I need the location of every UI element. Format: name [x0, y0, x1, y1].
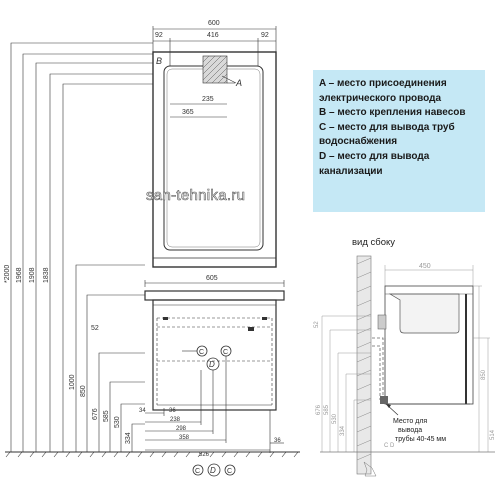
side-marker-d: D	[390, 443, 395, 449]
pipe-outlet-icon	[380, 396, 388, 404]
side-dim-530: 530	[332, 413, 338, 424]
pipe-note-line-3: трубы 40-45 мм	[395, 435, 446, 443]
legend-line-c: C – место для вывода труб	[319, 121, 455, 133]
side-dim-585: 585	[324, 404, 330, 415]
dim-cabinet-width-605: 605	[206, 275, 218, 282]
dim-height-1000: 1000	[69, 374, 76, 390]
legend-line-c-cont: водоснабжения	[319, 136, 398, 148]
wall-hatch	[356, 255, 372, 475]
dim-side-92-right: 92	[261, 32, 269, 39]
side-dim-450: 450	[419, 263, 431, 270]
legend-line-d: D – место для вывода	[319, 150, 430, 162]
side-depth-dimension	[384, 265, 474, 286]
side-dim-334: 334	[340, 425, 346, 436]
side-pipe-callout	[385, 403, 399, 416]
side-marker-c: C	[384, 443, 389, 449]
mirror-inner-dimensions	[170, 103, 227, 118]
marker-b: B	[156, 56, 162, 66]
dim-height-1968: 1968	[16, 267, 23, 283]
marker-c-right: C	[223, 349, 228, 356]
dim-cabinet-52: 52	[91, 325, 99, 332]
dim-height-1838: 1838	[43, 267, 50, 283]
side-floor	[320, 451, 495, 477]
floor-marker-c-left: C	[195, 468, 200, 475]
dim-298: 298	[176, 426, 187, 432]
height-dimension-lines	[10, 42, 153, 452]
dim-36-left: 36	[169, 408, 176, 414]
dim-height-530: 530	[114, 416, 121, 428]
marker-d: D	[209, 360, 215, 369]
floor-marker-c-right: C	[227, 468, 232, 475]
legend-panel: A – место присоединения электрического п…	[313, 70, 485, 212]
dim-36-right: 36	[274, 438, 281, 444]
dim-238: 238	[170, 417, 181, 423]
drain-pipe	[372, 337, 384, 400]
dim-height-334: 334	[125, 432, 132, 444]
socket-area-hatch	[202, 55, 235, 84]
legend-line-b: B – место крепления навесов	[319, 107, 466, 119]
dim-height-2000: *2000	[4, 265, 11, 283]
side-dim-676: 676	[316, 404, 322, 415]
side-dim-52: 52	[314, 321, 320, 328]
dim-526: 526	[199, 452, 210, 458]
side-dim-850: 850	[481, 369, 487, 380]
dim-side-92-left: 92	[155, 32, 163, 39]
floor-marker-d: D	[210, 466, 216, 475]
legend-line-a-cont: электрического провода	[319, 92, 442, 104]
dim-358: 358	[179, 435, 190, 441]
marker-a: A	[235, 78, 242, 88]
side-dim-514: 514	[490, 429, 496, 440]
vanity-cabinet	[144, 280, 285, 411]
pipe-note-line-1: Место для	[393, 418, 427, 425]
dim-365: 365	[182, 109, 194, 116]
side-view-title: вид сбоку	[352, 237, 395, 248]
dim-height-850: 850	[80, 385, 87, 397]
legend-line-a: A – место присоединения	[319, 78, 447, 89]
dim-34: 34	[139, 408, 146, 414]
legend-line-d-cont: канализации	[319, 165, 383, 177]
watermark-text: san-tehnika.ru	[146, 187, 245, 204]
dim-height-676: 676	[92, 408, 99, 420]
side-cabinet	[377, 285, 474, 405]
side-height-dimensions	[321, 285, 490, 452]
dim-width-600: 600	[208, 20, 220, 27]
cabinet-horizontal-dimensions	[145, 356, 284, 453]
dim-inner-416: 416	[207, 32, 219, 39]
dim-235: 235	[202, 96, 214, 103]
pipe-note-line-2: вывода	[398, 427, 422, 434]
dim-height-1908: 1908	[29, 267, 36, 283]
floor-outlet-markers	[192, 463, 236, 477]
dim-height-585: 585	[103, 410, 110, 422]
marker-c-left: C	[199, 349, 204, 356]
mirror-cabinet	[152, 51, 277, 268]
floor-line	[5, 451, 300, 458]
